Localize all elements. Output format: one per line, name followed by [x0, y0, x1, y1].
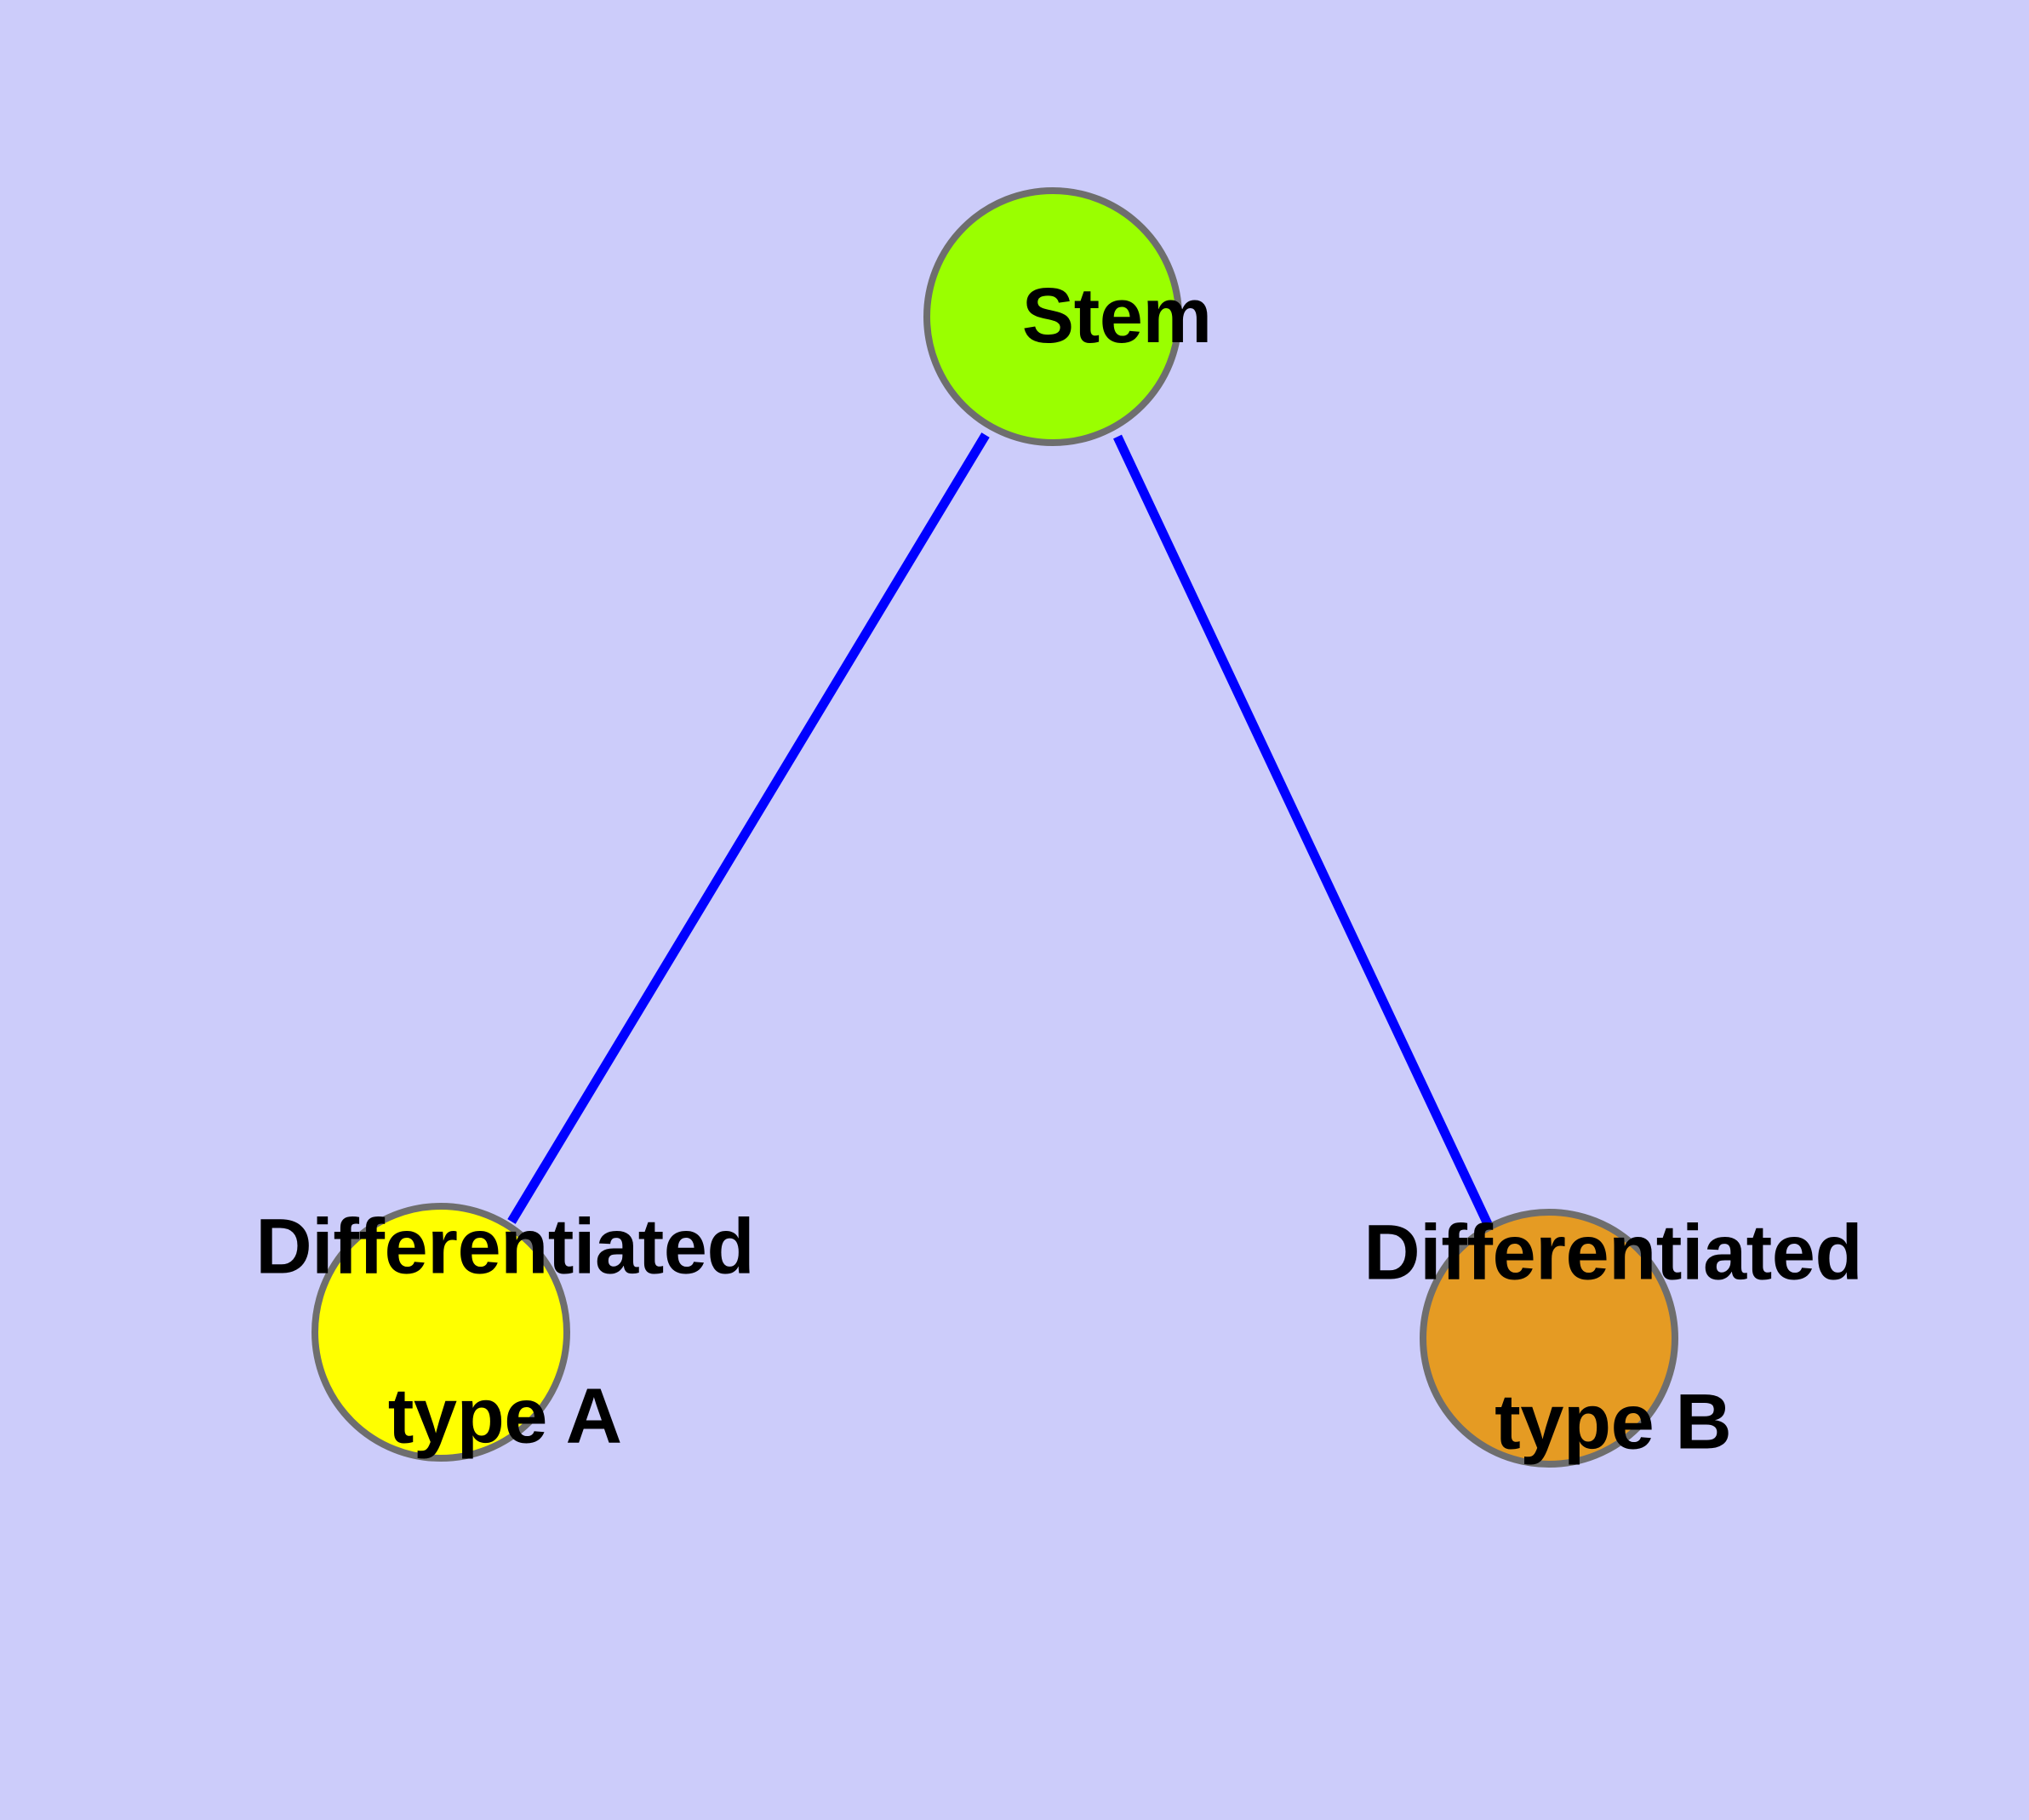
node-stem[interactable]: Stem: [923, 187, 1212, 446]
node-stem-circle[interactable]: [923, 187, 1182, 446]
node-differentiated-type-b[interactable]: Differentiated type B: [1363, 1209, 1863, 1468]
node-differentiated-type-b-circle[interactable]: [1420, 1209, 1678, 1468]
edge-stem-to-diff-a: [507, 432, 990, 1224]
node-differentiated-type-a[interactable]: Differentiated type A: [255, 1203, 755, 1462]
edge-stem-to-diff-b: [1113, 434, 1493, 1228]
node-differentiated-type-a-circle[interactable]: [311, 1203, 570, 1462]
